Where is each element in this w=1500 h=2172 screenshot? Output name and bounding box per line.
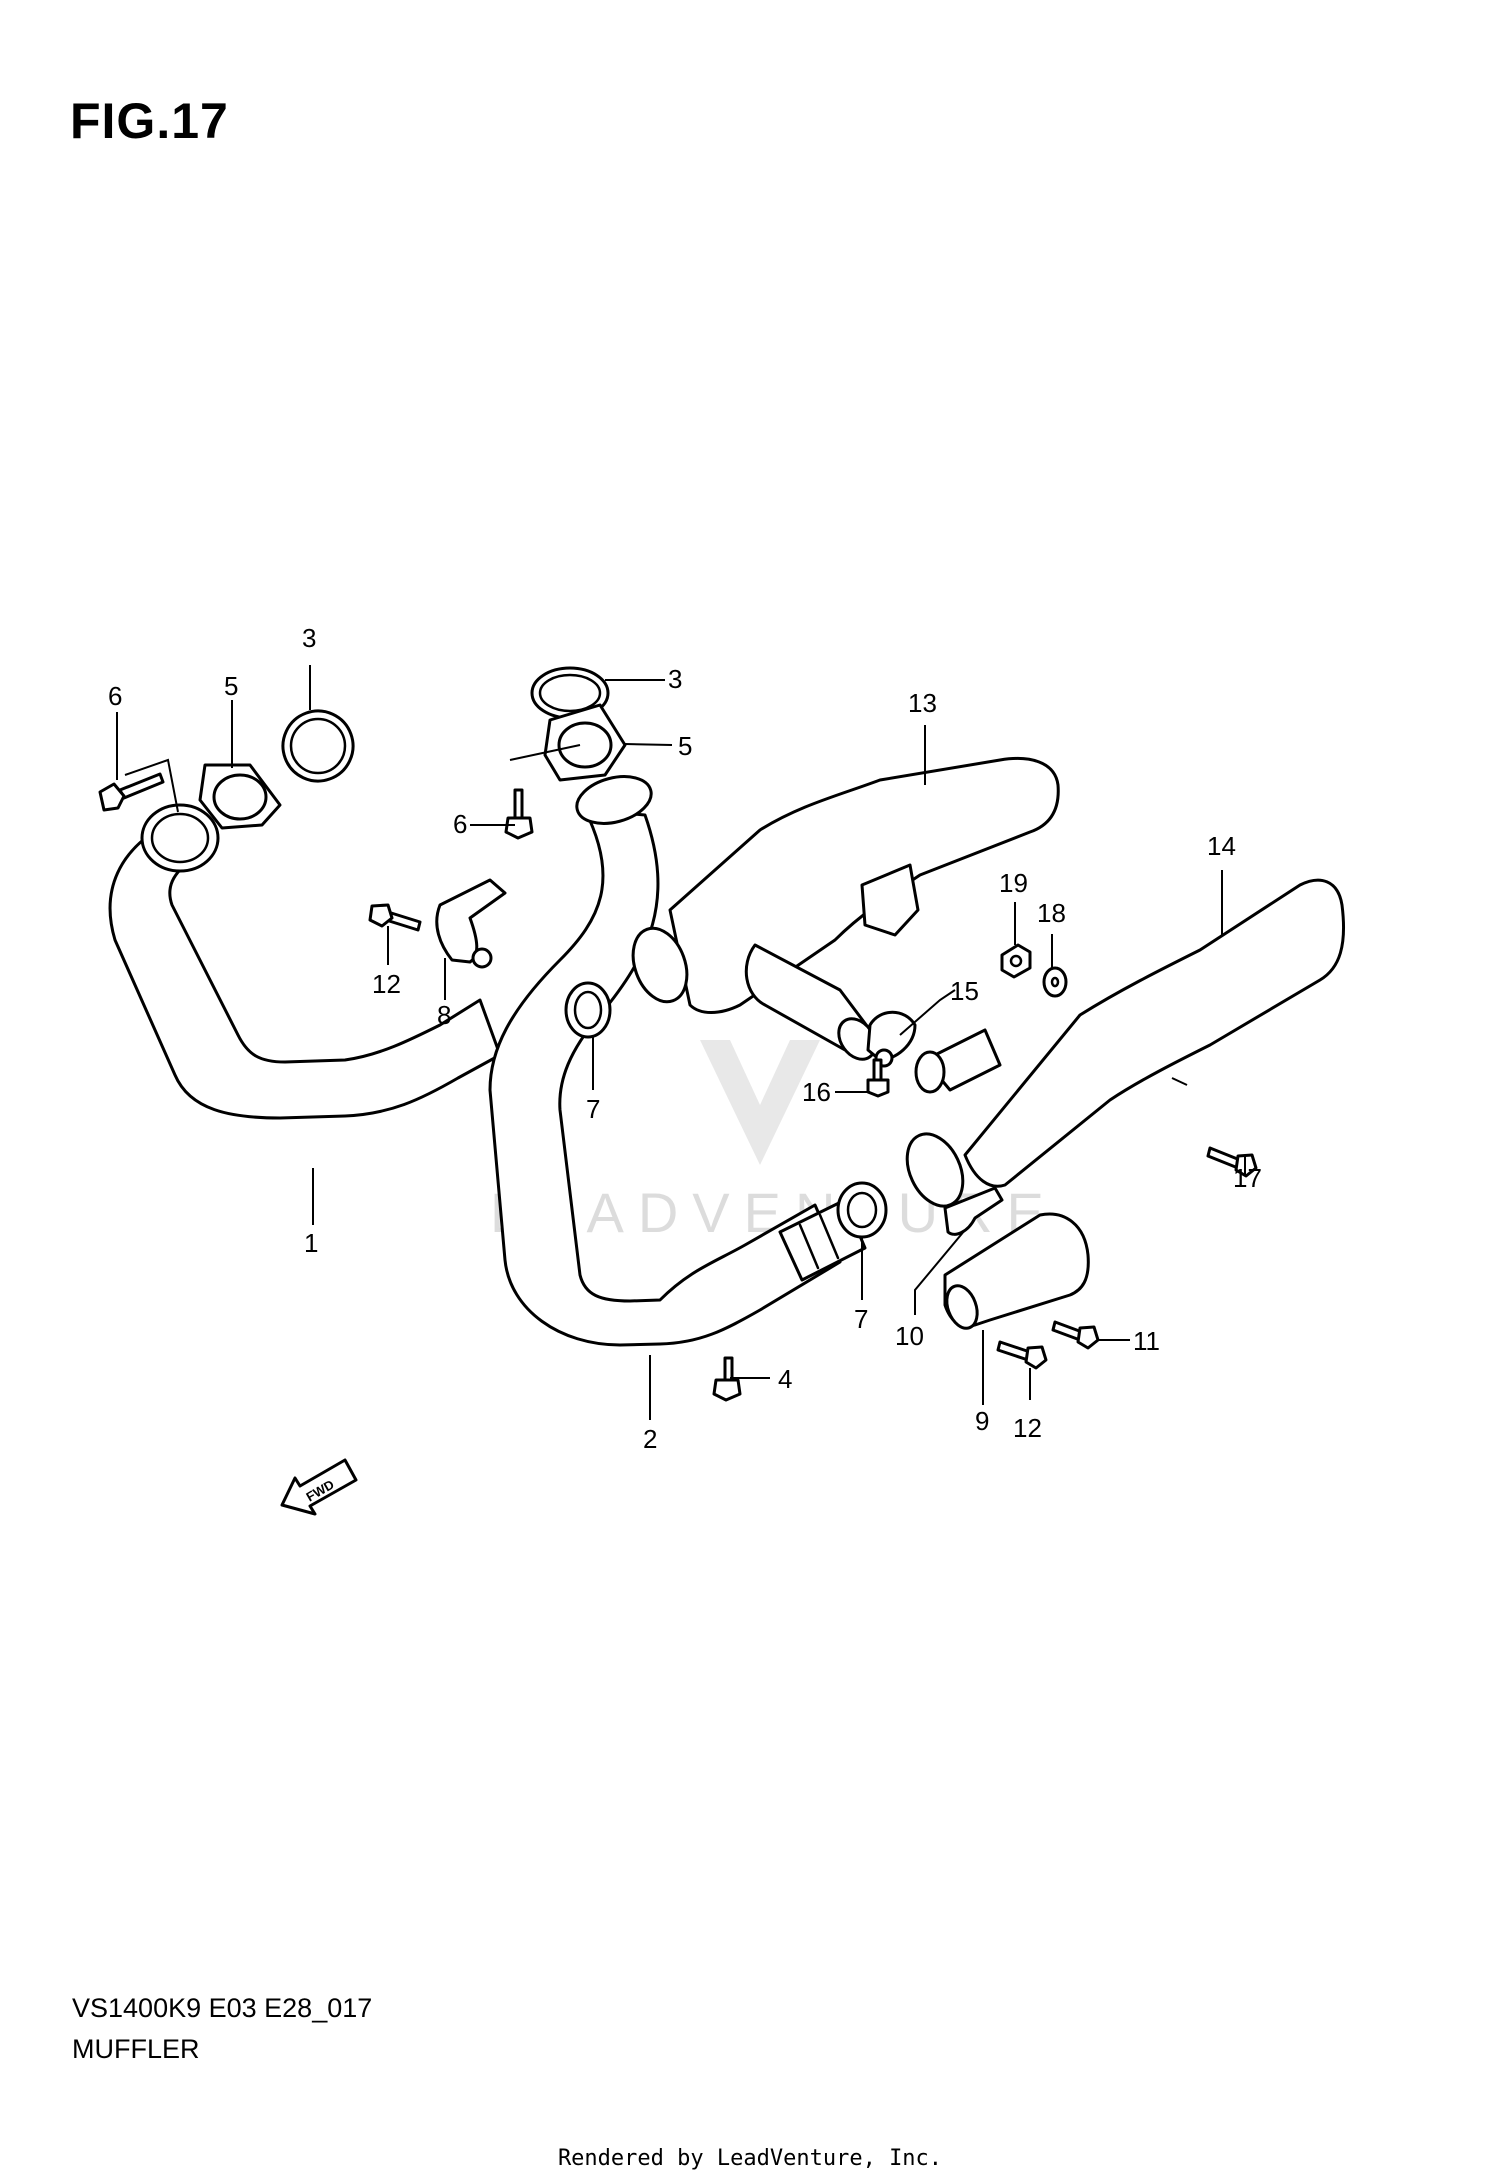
callout-12b: 12 bbox=[1013, 1413, 1042, 1443]
callout-12a: 12 bbox=[372, 969, 401, 999]
flange-5b bbox=[543, 703, 627, 782]
bolt-6b bbox=[504, 788, 534, 840]
clamp-15 bbox=[866, 1010, 917, 1068]
callout-14: 14 bbox=[1207, 831, 1236, 861]
flange-5a bbox=[198, 763, 282, 830]
connector-7b bbox=[836, 1181, 888, 1239]
callout-13: 13 bbox=[908, 688, 937, 718]
callout-3a: 3 bbox=[302, 623, 316, 653]
callout-18: 18 bbox=[1037, 898, 1066, 928]
exhaust-pipe-front bbox=[488, 775, 867, 1347]
heat-cover bbox=[943, 1212, 1090, 1330]
gasket-3a bbox=[281, 709, 355, 783]
connector-7a bbox=[564, 981, 612, 1039]
callout-6b: 6 bbox=[453, 809, 467, 839]
muffler-upper bbox=[631, 756, 1060, 1061]
muffler-lower bbox=[905, 878, 1346, 1208]
callout-19: 19 bbox=[999, 868, 1028, 898]
exhaust-pipe-rear bbox=[108, 803, 502, 1120]
callout-7a: 7 bbox=[586, 1094, 600, 1124]
callout-labels: 1 2 3 3 4 5 5 6 6 7 7 8 9 10 11 12 12 13… bbox=[108, 623, 1262, 1454]
callout-3b: 3 bbox=[668, 664, 682, 694]
bolt-11 bbox=[1051, 1320, 1100, 1350]
callout-17: 17 bbox=[1233, 1163, 1262, 1193]
bolt-12a bbox=[368, 903, 422, 932]
callout-11: 11 bbox=[1133, 1326, 1160, 1356]
model-code: VS1400K9 E03 E28_017 bbox=[72, 1993, 373, 2023]
bolt-6a bbox=[98, 772, 165, 812]
callout-16: 16 bbox=[802, 1077, 831, 1107]
callout-2: 2 bbox=[643, 1424, 657, 1454]
callout-8: 8 bbox=[437, 1000, 451, 1030]
bracket-10 bbox=[943, 1186, 1004, 1236]
callout-5a: 5 bbox=[224, 671, 238, 701]
fwd-arrow: FWD bbox=[280, 1458, 358, 1516]
callout-7b: 7 bbox=[854, 1304, 868, 1334]
section-name: MUFFLER bbox=[72, 2034, 200, 2064]
figure-title: FIG.17 bbox=[70, 93, 229, 149]
rendered-by-credit: Rendered by LeadVenture, Inc. bbox=[557, 2146, 943, 2171]
bolt-12b bbox=[996, 1340, 1048, 1370]
washer-18 bbox=[1042, 966, 1068, 998]
nut-19 bbox=[1000, 943, 1032, 979]
callout-15: 15 bbox=[950, 976, 979, 1006]
callout-5b: 5 bbox=[678, 731, 692, 761]
bolt-4 bbox=[712, 1356, 742, 1402]
bolt-16 bbox=[866, 1058, 890, 1098]
callout-4: 4 bbox=[778, 1364, 792, 1394]
callout-9: 9 bbox=[975, 1406, 989, 1436]
callout-10: 10 bbox=[895, 1321, 924, 1351]
leader-lines bbox=[116, 665, 1246, 1420]
callout-1: 1 bbox=[304, 1228, 318, 1258]
clamp-8 bbox=[435, 878, 507, 969]
callout-6a: 6 bbox=[108, 681, 122, 711]
